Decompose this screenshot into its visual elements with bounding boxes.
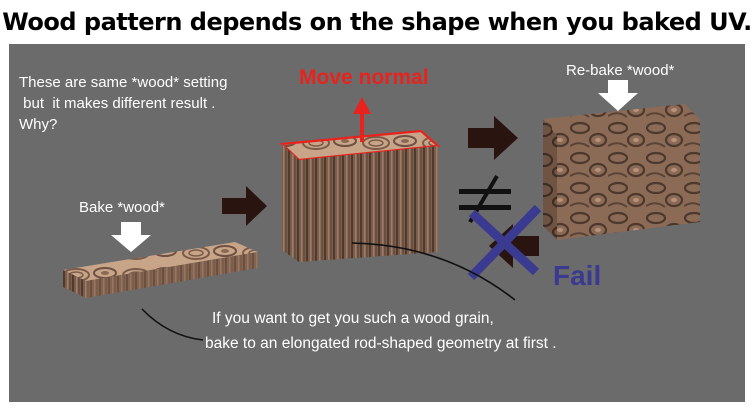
bake-down-arrow: [111, 222, 151, 252]
bake-label: Bake *wood*: [79, 199, 165, 216]
arrow-to-tall-block: [222, 186, 267, 226]
plank-shape: [63, 242, 258, 298]
question-line-1: These are same *wood* setting: [19, 74, 228, 91]
caption-line-2: bake to an elongated rod-shaped geometry…: [205, 335, 557, 352]
rebake-label: Re-bake *wood*: [566, 62, 675, 79]
tall-block-shape: [279, 129, 441, 262]
fail-x-mark: [467, 204, 542, 281]
rebake-down-arrow: [598, 80, 638, 111]
move-normal-label: Move normal: [299, 66, 429, 89]
caption-line-1: If you want to get you such a wood grain…: [212, 310, 494, 327]
caption-connector-right: [351, 242, 516, 301]
page-title: Wood pattern depends on the shape when y…: [2, 8, 752, 36]
question-line-3: Why?: [19, 116, 58, 133]
rebaked-block-shape: [543, 104, 700, 240]
question-line-2: but it makes different result .: [19, 95, 216, 112]
not-equal-sign: [459, 174, 511, 224]
move-normal-arrow: [353, 97, 371, 142]
arrow-to-rebake: [468, 116, 518, 160]
fail-label: Fail: [553, 260, 602, 291]
caption-connector-left: [141, 308, 204, 341]
